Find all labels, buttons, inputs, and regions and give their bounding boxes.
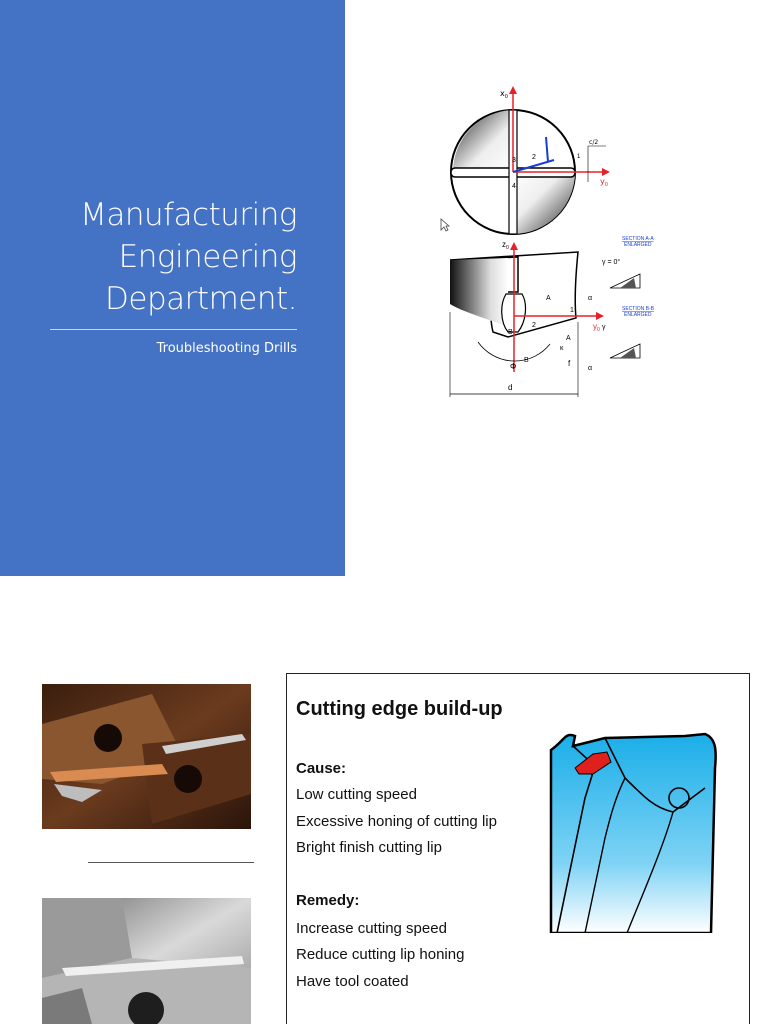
svg-text:1: 1	[570, 307, 574, 314]
cutting-edge-buildup-panel: Cutting edge build-up Cause: Low cutting…	[286, 673, 750, 1024]
section-divider	[88, 862, 254, 863]
svg-text:ENLARGED: ENLARGED	[624, 242, 652, 248]
title-panel: Manufacturing Engineering Department. Tr…	[0, 0, 345, 576]
svg-text:Φ: Φ	[510, 362, 516, 371]
cause-label: Cause:	[296, 760, 347, 777]
svg-text:1: 1	[577, 154, 581, 160]
svg-text:y0: y0	[600, 177, 608, 188]
drill-geometry-diagram: x0 y0 c/2 1 2 3 4 z0 y0 A A B B 2 1 Φ κ …	[449, 86, 655, 397]
cause-item: Low cutting speed	[296, 786, 417, 803]
svg-text:A: A	[566, 335, 571, 342]
remedy-item: Have tool coated	[296, 973, 409, 990]
cause-item: Excessive honing of cutting lip	[296, 813, 497, 830]
svg-text:4: 4	[512, 183, 516, 190]
drill-tip-illustration	[549, 732, 717, 933]
remedy-item: Reduce cutting lip honing	[296, 946, 465, 963]
svg-text:α: α	[588, 365, 592, 372]
svg-text:f: f	[568, 359, 571, 368]
drill-photo-worn	[42, 898, 251, 1024]
svg-text:2: 2	[532, 154, 536, 161]
mouse-pointer-icon	[440, 218, 450, 232]
svg-text:z0: z0	[502, 240, 509, 251]
svg-text:c/2: c/2	[589, 139, 598, 146]
svg-text:d: d	[508, 383, 512, 392]
drill-photo-buildup	[42, 684, 251, 829]
svg-text:γ = 0°: γ = 0°	[602, 258, 620, 266]
svg-text:B: B	[524, 357, 529, 364]
svg-text:2: 2	[532, 322, 536, 329]
svg-text:B: B	[508, 329, 513, 336]
title-divider	[50, 329, 297, 330]
svg-text:γ: γ	[602, 324, 606, 331]
slide-subtitle: Troubleshooting Drills	[156, 341, 297, 356]
svg-text:3: 3	[512, 157, 516, 164]
svg-text:y0: y0	[593, 322, 600, 333]
buildup-region	[574, 751, 612, 775]
remedy-item: Increase cutting speed	[296, 920, 447, 937]
remedy-label: Remedy:	[296, 892, 360, 909]
svg-text:SECTION B-B: SECTION B-B	[622, 306, 655, 312]
svg-text:A: A	[546, 295, 551, 302]
slide-title: Manufacturing Engineering Department.	[80, 197, 297, 317]
svg-text:κ: κ	[560, 345, 564, 352]
svg-text:x0: x0	[500, 89, 508, 100]
svg-text:ENLARGED: ENLARGED	[624, 312, 652, 318]
svg-text:SECTION A-A: SECTION A-A	[622, 236, 654, 242]
cause-item: Bright finish cutting lip	[296, 839, 442, 856]
panel-title: Cutting edge build-up	[296, 698, 503, 720]
svg-text:α: α	[588, 295, 592, 302]
